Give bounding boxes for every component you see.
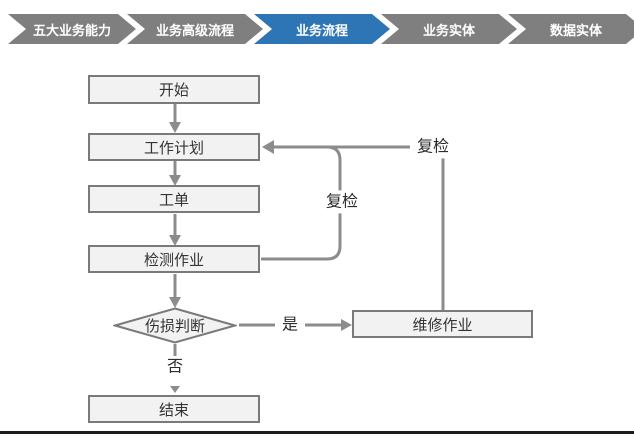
recheck-loop-repair [274, 145, 445, 310]
node-work-order: 工单 [88, 185, 260, 213]
bottom-divider [0, 431, 634, 434]
nav-step-label: 业务实体 [422, 22, 475, 38]
edge-label-no: 否 [166, 358, 184, 376]
edge-label-recheck-inner: 复检 [318, 190, 366, 214]
edge-label-recheck-outer: 复检 [409, 135, 457, 159]
nav-step-business-entity[interactable]: 业务实体 [381, 14, 517, 44]
arrowhead-down-icon [169, 122, 181, 133]
nav-step-label: 业务高级流程 [155, 22, 234, 38]
diamond-shape [113, 307, 237, 344]
node-label: 检测作业 [143, 251, 204, 269]
nav-step-label: 业务流程 [295, 22, 348, 38]
arrowhead-right-icon [341, 319, 352, 331]
node-damage-decision: 伤损判断 [113, 307, 237, 344]
arrowhead-down-small-icon [170, 386, 180, 393]
node-label: 伤损判断 [144, 318, 205, 335]
node-label: 结束 [158, 401, 189, 419]
nav-step-label: 五大业务能力 [32, 22, 111, 38]
node-label: 开始 [158, 82, 189, 99]
node-start: 开始 [88, 75, 260, 104]
node-label: 维修作业 [412, 316, 473, 334]
nav-step-business-process[interactable]: 业务流程 [254, 14, 390, 44]
node-inspection: 检测作业 [88, 245, 260, 273]
node-end: 结束 [88, 395, 260, 423]
arrowhead-left-icon [262, 140, 274, 154]
node-work-plan: 工作计划 [88, 133, 260, 161]
node-repair: 维修作业 [352, 310, 533, 338]
node-label: 工单 [158, 191, 189, 209]
nav-step-business-capabilities[interactable]: 五大业务能力 [8, 14, 136, 44]
nav-step-data-entity[interactable]: 数据实体 [508, 14, 634, 44]
node-label: 工作计划 [143, 139, 204, 157]
edge-label-yes: 是 [274, 313, 306, 337]
nav-step-high-level-process[interactable]: 业务高级流程 [127, 14, 263, 44]
nav-step-label: 数据实体 [549, 22, 602, 38]
